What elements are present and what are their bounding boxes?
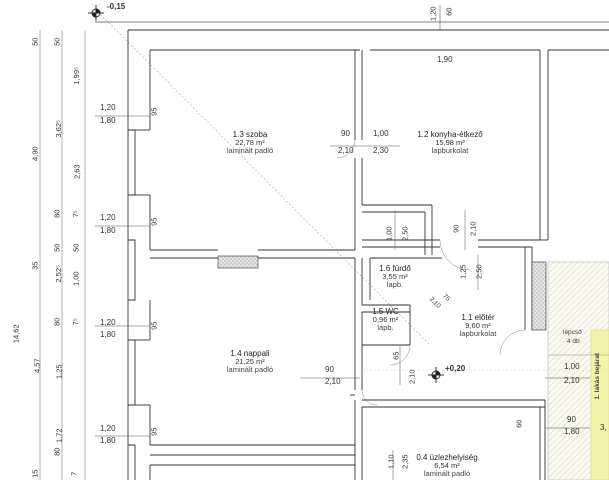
- ldim-b: 1,99⁵: [72, 66, 82, 85]
- dim-d13a: 90: [341, 129, 350, 138]
- room-floor: lapburkolat: [431, 145, 469, 155]
- dim-w1b: 1,80: [100, 116, 116, 125]
- room-name: 1.4 nappali: [230, 349, 270, 358]
- room-name: 0.4 üzlezhelyiség: [416, 453, 478, 462]
- ldim-i2: 7⁵: [70, 318, 80, 326]
- dim-w3a: 1,20: [100, 318, 116, 327]
- ldim-c2: 3,62⁵: [54, 119, 64, 138]
- ldim-g1: 35: [30, 261, 40, 270]
- ldim-o: 7: [69, 471, 79, 476]
- ldim-m1: 80: [52, 447, 62, 456]
- dim-n90: 90: [325, 365, 334, 374]
- room-0-4: 0.4 üzlezhelyiség 6,54 m² laminált padló: [397, 454, 497, 477]
- ldim-a2: 50: [52, 37, 62, 46]
- ldim-e2: 7⁵: [70, 210, 80, 218]
- room-floor: laminált padló: [423, 468, 471, 478]
- dim-top-120: 1,20: [428, 6, 438, 22]
- dim-wc65: 65: [391, 351, 401, 360]
- dim-f250: 2,50: [474, 264, 484, 280]
- ldim-f2: 50: [71, 243, 81, 252]
- room-area: 0,96 m²: [372, 315, 399, 324]
- room-1-5: 1.5 WC 0,96 m² lapb.: [363, 308, 408, 331]
- dim-w3b: 1,80: [100, 330, 116, 339]
- dim-w2b: 1,80: [100, 226, 116, 235]
- room-floor: lapburkolat: [459, 328, 497, 338]
- walls: [127, 29, 609, 480]
- ldim-d: 2,63: [72, 164, 82, 180]
- room-area: 9,60 m²: [465, 321, 491, 330]
- dim-top-60: 60: [444, 7, 454, 16]
- level-marker-top: [88, 5, 104, 21]
- dim-c90: 90: [451, 224, 461, 233]
- dim-e100: 1,00: [564, 362, 580, 371]
- dim-r3: 3,: [600, 423, 607, 432]
- dim-s60: 60: [514, 419, 524, 428]
- dim-b250: 2,50: [400, 226, 410, 242]
- room-floor: lapb.: [377, 322, 394, 332]
- dim-w3c: 95: [149, 321, 159, 330]
- dim-w1a: 1,20: [100, 103, 116, 112]
- dim-e210: 2,10: [564, 376, 580, 385]
- entrance-strip: [590, 329, 609, 480]
- room-area: 22,78 m²: [235, 138, 265, 147]
- dim-c210: 2,10: [468, 221, 478, 237]
- ldim-c1: 4,90: [30, 146, 40, 162]
- room-1-4: 1.4 nappali 21,25 m² laminált padló: [200, 350, 300, 373]
- dim-190: 1,90: [437, 55, 453, 64]
- dim-f125: 1,25: [458, 264, 468, 280]
- ldim-j2: 4,57: [32, 358, 42, 374]
- ldim-n: 15: [30, 469, 40, 478]
- room-name: 1.6 fürdő: [379, 264, 411, 273]
- dim-w4a: 1,20: [100, 424, 116, 433]
- ldim-e1: 80: [52, 209, 62, 218]
- level-hall-label: +0,20: [445, 364, 466, 373]
- ldim-g2: 2,52⁵: [54, 264, 64, 283]
- dim-w2c: 95: [149, 217, 159, 226]
- room-name: 1.3 szoba: [232, 130, 268, 139]
- room-name: 1.1 előtér: [461, 313, 495, 322]
- dim-w1c: 95: [149, 107, 159, 116]
- dim-d12b: 2,30: [373, 146, 389, 155]
- dim-u110: 1,10: [386, 454, 396, 470]
- dim-wc210: 2,10: [407, 369, 417, 385]
- dim-w4c: 95: [149, 427, 159, 436]
- ldim-i1: 80: [52, 317, 62, 326]
- stair-count: 4 db: [567, 338, 580, 345]
- dim-d13b: 2,10: [338, 146, 354, 155]
- dim-n210: 2,10: [325, 377, 341, 386]
- ldim-h: 1,00: [71, 271, 81, 287]
- ldim-j1: 14,62: [11, 324, 21, 344]
- level-marker-hall: [428, 367, 444, 383]
- room-1-2: 1.2 konyha-étkező 15,98 m² lapburkolat: [400, 131, 500, 154]
- room-1-1: 1.1 előtér 9,60 m² lapburkolat: [438, 314, 518, 337]
- ldim-f1: 50: [52, 243, 62, 252]
- room-name: 1.5 WC: [372, 307, 399, 316]
- column: [217, 255, 259, 269]
- level-top-label: -0,15: [107, 2, 126, 11]
- entrance-label: 1. lakás bejárat: [594, 352, 602, 400]
- room-area: 15,98 m²: [435, 138, 465, 147]
- stair-label: lépcső: [563, 329, 582, 336]
- room-1-3: 1.3 szoba 22,78 m² laminált padló: [200, 131, 300, 154]
- dim-d12a: 1,00: [373, 129, 389, 138]
- room-1-6: 1.6 fürdő 3,55 m² lapb.: [370, 265, 420, 288]
- ldim-l: 1,72: [54, 428, 64, 444]
- room-name: 1.2 konyha-étkező: [417, 130, 483, 139]
- ldim-a1: 50: [30, 37, 40, 46]
- dim-s90: 90: [567, 415, 576, 424]
- column: [531, 261, 547, 331]
- ldim-k: 1,25: [54, 364, 64, 380]
- dim-w4b: 1,80: [100, 436, 116, 445]
- room-area: 21,25 m²: [235, 357, 265, 366]
- dim-w2a: 1,20: [100, 213, 116, 222]
- room-area: 6,54 m²: [434, 461, 460, 470]
- dim-s180: 1,80: [564, 427, 580, 436]
- dim-b100: 1,00: [384, 226, 394, 242]
- room-floor: laminált padló: [226, 364, 274, 374]
- room-area: 3,55 m²: [382, 272, 408, 281]
- room-floor: lapb.: [386, 279, 404, 289]
- room-floor: laminált padló: [226, 145, 274, 155]
